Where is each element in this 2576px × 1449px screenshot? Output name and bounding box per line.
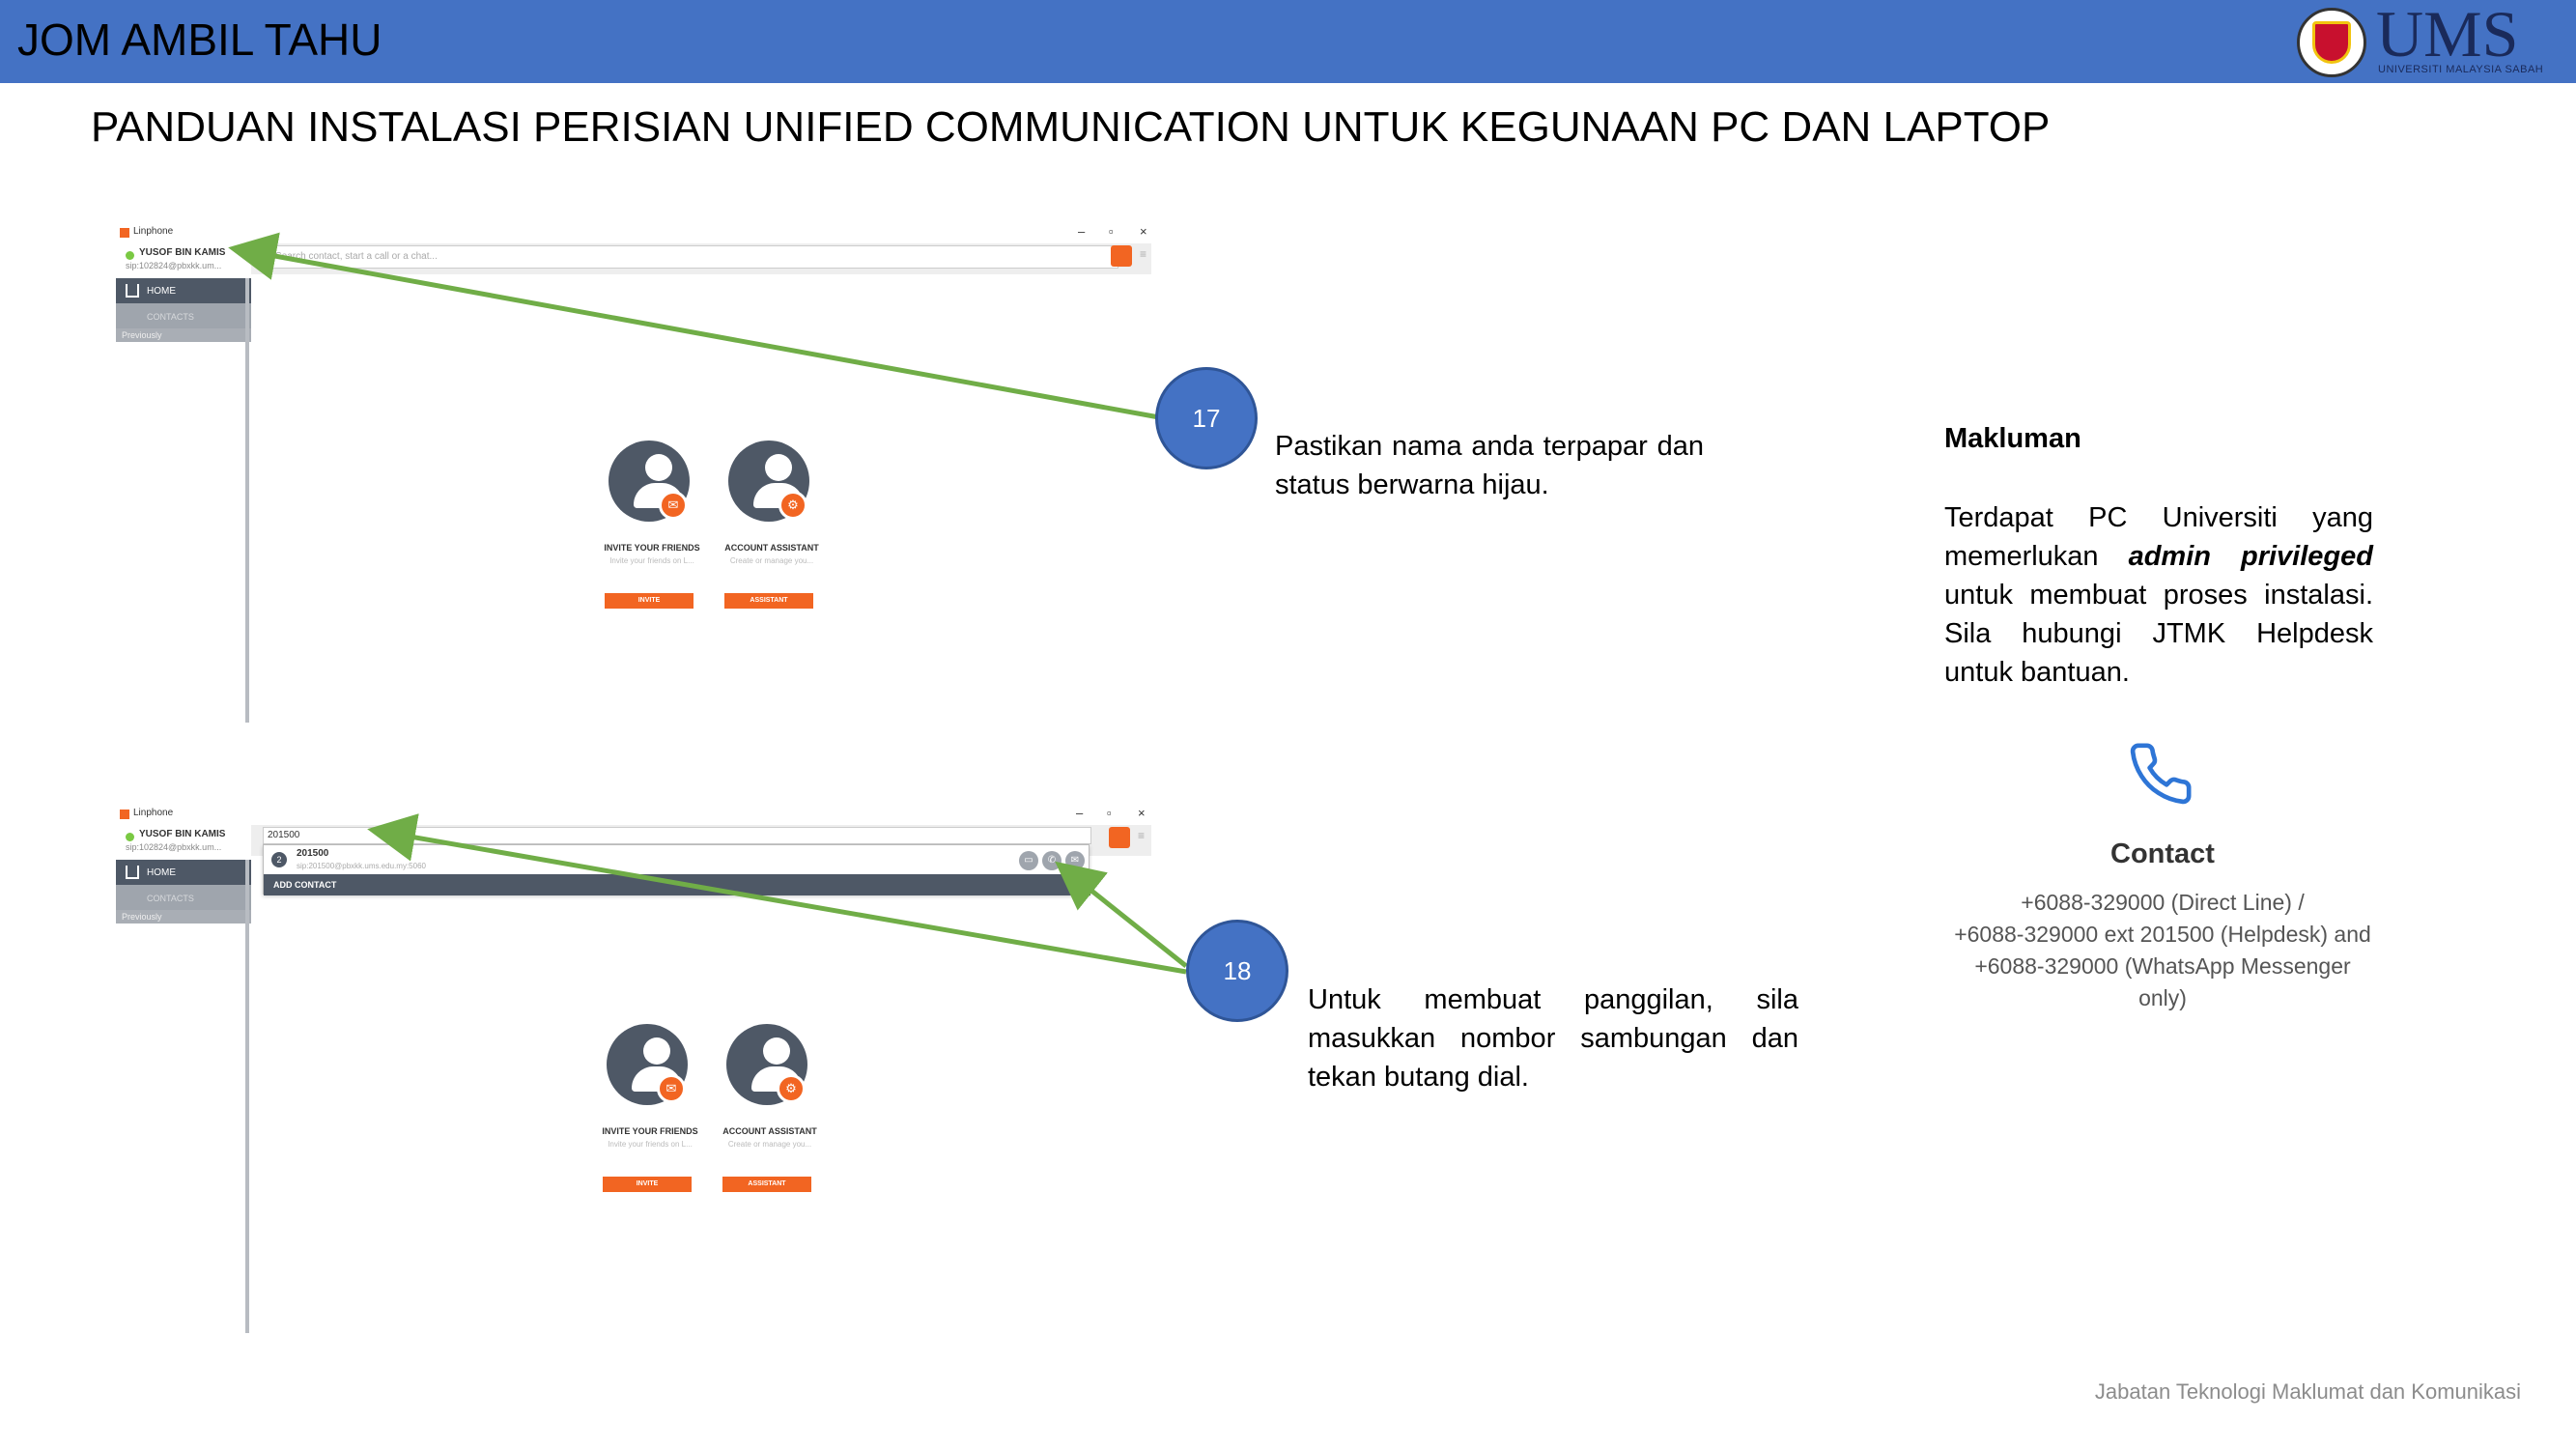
contact-title: Contact [2110, 838, 2215, 869]
card-title: INVITE YOUR FRIENDS [604, 543, 700, 553]
linphone-screenshot-1: Linphone – ▫ × YUSOF BIN KAMIS sip:10282… [116, 220, 1151, 723]
window-titlebar: Linphone – ▫ × [118, 804, 1151, 825]
invite-button[interactable]: INVITE [605, 593, 694, 609]
call-menu-button[interactable] [1109, 827, 1130, 848]
minimize-icon[interactable]: – [1076, 806, 1084, 820]
result-name: 201500 [297, 848, 329, 859]
home-icon [126, 866, 139, 879]
logo-subtitle: UNIVERSITI MALAYSIA SABAH [2378, 64, 2544, 75]
sidebar: HOME CONTACTS Previously [116, 860, 251, 1304]
contact-line: +6088-329000 (Direct Line) / [2021, 890, 2305, 915]
sidebar: HOME CONTACTS Previously [116, 278, 251, 723]
dial-call-icon[interactable]: ✆ [1042, 851, 1062, 870]
invite-card: ✉ INVITE YOUR FRIENDS Invite your friend… [597, 1024, 703, 1208]
sidebar-border [245, 278, 249, 723]
linphone-logo-icon [120, 810, 129, 819]
user-sip: sip:102824@pbxkk.um... [126, 261, 222, 270]
ums-crest-icon [2297, 8, 2366, 77]
account-status[interactable]: YUSOF BIN KAMIS sip:102824@pbxkk.um... [116, 825, 251, 860]
step-18-badge: 18 [1186, 920, 1288, 1022]
status-online-icon [126, 833, 134, 841]
mail-icon: ✉ [657, 1074, 686, 1103]
minimize-icon[interactable]: – [1078, 224, 1086, 239]
user-sip: sip:102824@pbxkk.um... [126, 842, 222, 852]
search-results-dropdown: 2 201500 sip:201500@pbxkk.ums.edu.my:506… [263, 844, 1090, 895]
close-icon[interactable]: × [1138, 806, 1146, 820]
result-index: 2 [271, 852, 287, 867]
menu-dots-icon[interactable]: ≡ [1138, 829, 1146, 842]
home-icon [126, 284, 139, 298]
search-result-row[interactable]: 2 201500 sip:201500@pbxkk.ums.edu.my:506… [264, 845, 1090, 874]
assistant-card: ⚙ ACCOUNT ASSISTANT Create or manage you… [719, 440, 825, 624]
footer-text: Jabatan Teknologi Maklumat dan Komunikas… [2094, 1379, 2521, 1404]
user-name: YUSOF BIN KAMIS [139, 829, 226, 839]
card-desc: Create or manage you... [727, 1140, 812, 1149]
window-titlebar: Linphone – ▫ × [118, 222, 1151, 243]
maximize-icon[interactable]: ▫ [1109, 224, 1114, 239]
invite-card: ✉ INVITE YOUR FRIENDS Invite your friend… [599, 440, 705, 624]
nav-contacts[interactable]: CONTACTS [116, 303, 251, 328]
nav-previously[interactable]: Previously [116, 910, 251, 923]
close-icon[interactable]: × [1140, 224, 1147, 239]
linphone-logo-icon [120, 228, 129, 238]
app-name: Linphone [133, 226, 174, 237]
user-name: YUSOF BIN KAMIS [139, 247, 226, 258]
result-sip: sip:201500@pbxkk.ums.edu.my:5060 [297, 862, 426, 870]
maximize-icon[interactable]: ▫ [1107, 806, 1112, 820]
nav-previously[interactable]: Previously [116, 328, 251, 342]
contact-line: only) [2138, 985, 2187, 1010]
page-title: PANDUAN INSTALASI PERISIAN UNIFIED COMMU… [91, 103, 2051, 151]
assistant-button[interactable]: ASSISTANT [724, 593, 813, 609]
info-body: Terdapat PC Universiti yang memerlukan a… [1944, 502, 2373, 688]
contact-details: +6088-329000 (Direct Line) / +6088-32900… [1932, 887, 2393, 1014]
menu-dots-icon[interactable]: ≡ [1140, 247, 1147, 261]
nav-home[interactable]: HOME [116, 860, 251, 885]
gear-icon: ⚙ [778, 491, 807, 520]
sidebar-border [245, 860, 249, 1333]
card-title: ACCOUNT ASSISTANT [722, 1126, 817, 1136]
card-desc: Invite your friends on L... [608, 1140, 693, 1149]
nav-home[interactable]: HOME [116, 278, 251, 303]
status-online-icon [126, 251, 134, 260]
logo-text: UMS [2376, 0, 2519, 71]
mail-icon: ✉ [659, 491, 688, 520]
info-heading: Makluman [1944, 423, 2081, 454]
ums-logo: UMS UNIVERSITI MALAYSIA SABAH [2297, 0, 2558, 77]
header-bar: JOM AMBIL TAHU UMS UNIVERSITI MALAYSIA S… [0, 0, 2576, 83]
contact-line: +6088-329000 ext 201500 (Helpdesk) and [1954, 922, 2371, 947]
search-input[interactable]: Search contact, start a call or a chat..… [269, 245, 1118, 269]
step-17-badge: 17 [1155, 367, 1258, 469]
brand-title: JOM AMBIL TAHU [17, 14, 382, 65]
chat-icon[interactable]: ✉ [1065, 851, 1085, 870]
linphone-screenshot-2: Linphone – ▫ × YUSOF BIN KAMIS sip:10282… [116, 802, 1151, 1333]
app-name: Linphone [133, 808, 174, 818]
card-title: ACCOUNT ASSISTANT [724, 543, 819, 553]
account-status[interactable]: YUSOF BIN KAMIS sip:102824@pbxkk.um... [116, 243, 251, 278]
contact-line: +6088-329000 (WhatsApp Messenger [1974, 953, 2351, 979]
card-title: INVITE YOUR FRIENDS [602, 1126, 698, 1136]
card-desc: Create or manage you... [729, 556, 814, 565]
gear-icon: ⚙ [777, 1074, 806, 1103]
assistant-button[interactable]: ASSISTANT [722, 1177, 811, 1192]
invite-button[interactable]: INVITE [603, 1177, 692, 1192]
video-call-icon[interactable]: ▭ [1019, 851, 1038, 870]
step-18-text: Untuk membuat panggilan, sila masukkan n… [1308, 984, 1798, 1093]
card-desc: Invite your friends on L... [609, 556, 694, 565]
add-contact-button[interactable]: ADD CONTACT [264, 874, 1090, 895]
assistant-card: ⚙ ACCOUNT ASSISTANT Create or manage you… [717, 1024, 823, 1208]
phone-icon [2130, 743, 2192, 805]
search-input[interactable]: 201500 [263, 827, 1091, 844]
step-17-text: Pastikan nama anda terpapar dan status b… [1275, 431, 1704, 500]
nav-contacts[interactable]: CONTACTS [116, 885, 251, 910]
info-emphasis: admin privileged [2128, 541, 2373, 572]
call-menu-button[interactable] [1111, 245, 1132, 267]
